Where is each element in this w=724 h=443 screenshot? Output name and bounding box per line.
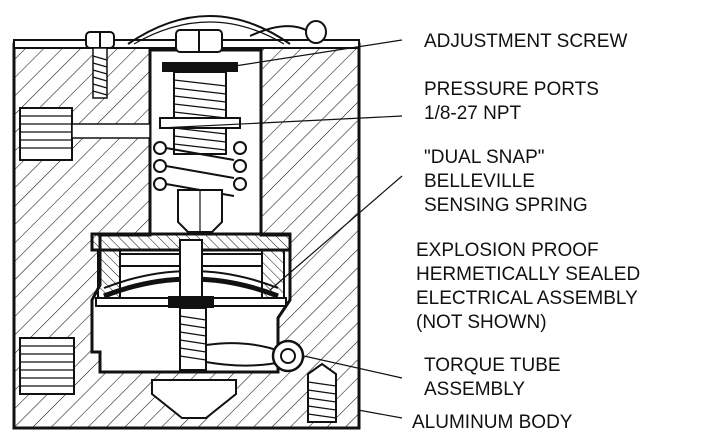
- screw-seal: [162, 62, 238, 72]
- label-explosion-line3: ELECTRICAL ASSEMBLY: [416, 288, 638, 309]
- pull-tab-ring: [305, 20, 327, 44]
- leader-torque-tube: [303, 355, 403, 379]
- pressure-passage: [71, 123, 151, 139]
- pressure-port-fitting-upper: [19, 107, 73, 161]
- leader-lines: [159, 39, 403, 419]
- torque-tube: [179, 307, 207, 371]
- label-pressure-ports-line2: 1/8-27 NPT: [424, 103, 522, 124]
- label-dual-snap-line3: SENSING SPRING: [424, 195, 588, 216]
- dome-cap-inner: [133, 21, 285, 45]
- leader-aluminum-body: [357, 409, 403, 419]
- label-dual-snap-line1: "DUAL SNAP": [424, 147, 545, 168]
- leader-pressure-ports: [159, 115, 403, 129]
- pressure-port-fitting-lower: [19, 337, 75, 395]
- leader-belleville: [269, 175, 403, 291]
- label-torque-tube-line2: ASSEMBLY: [424, 379, 525, 400]
- torque-tube-threads: [179, 315, 207, 361]
- label-aluminum-body: ALUMINUM BODY: [412, 412, 573, 433]
- snap-side-right: [261, 249, 285, 299]
- actuator-post: [179, 239, 203, 301]
- label-adjustment-screw: ADJUSTMENT SCREW: [424, 31, 627, 52]
- label-dual-snap-line2: BELLEVILLE: [424, 171, 535, 192]
- label-explosion-line1: EXPLOSION PROOF: [416, 240, 599, 261]
- set-screw-threads: [307, 381, 337, 419]
- cap-screw-threads: [92, 55, 108, 96]
- torque-pivot-inner: [280, 348, 296, 364]
- torque-arm: [205, 342, 283, 367]
- upper-port-threads: [20, 115, 72, 149]
- pull-tab-wire: [249, 25, 307, 37]
- actuator-collar: [168, 296, 214, 308]
- label-pressure-ports-line1: PRESSURE PORTS: [424, 79, 599, 100]
- label-explosion-line2: HERMETICALLY SEALED: [416, 264, 640, 285]
- dome-cap: [127, 15, 291, 45]
- label-torque-tube-line1: TORQUE TUBE: [424, 355, 561, 376]
- snap-side-left: [97, 249, 121, 299]
- leader-adjustment-screw: [221, 39, 403, 69]
- bottom-plug: [151, 379, 237, 419]
- label-explosion-line4: (NOT SHOWN): [416, 312, 547, 333]
- range-spring-coils: [165, 147, 235, 197]
- lower-port-threads: [20, 345, 74, 387]
